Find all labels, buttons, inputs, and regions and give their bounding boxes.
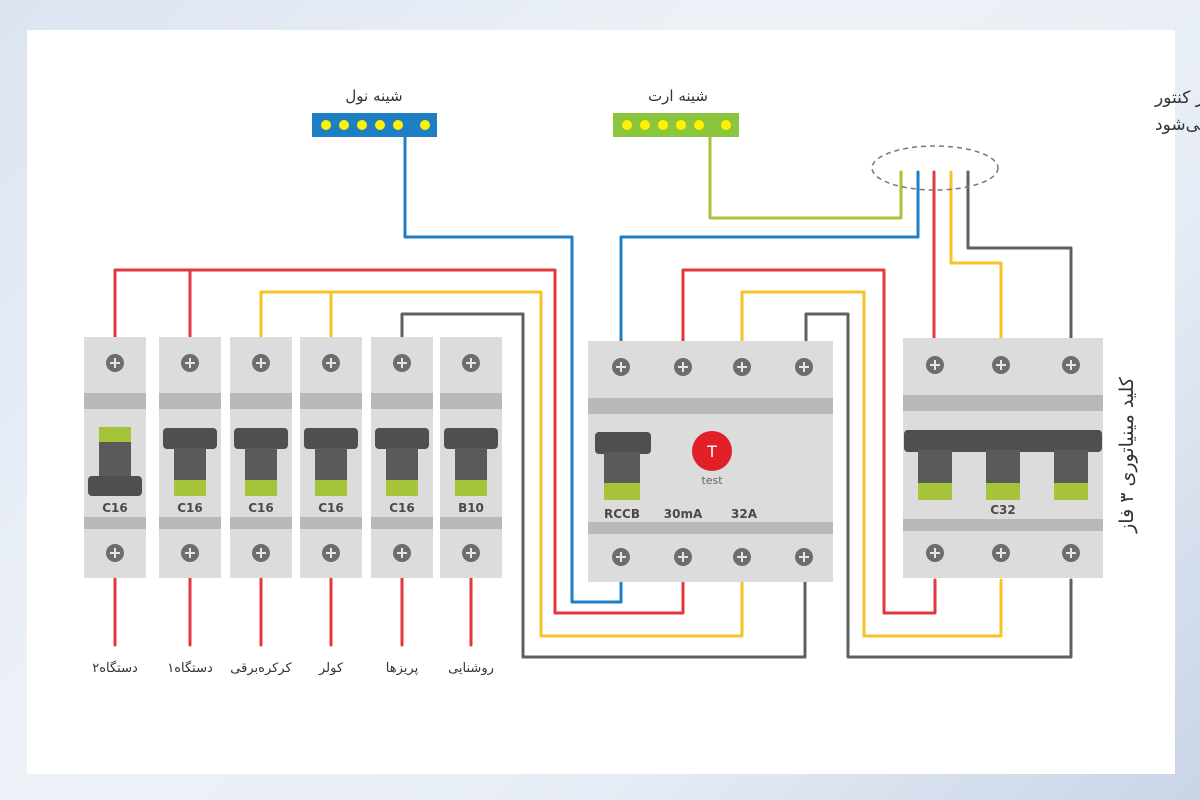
three-phase-breaker: C32 xyxy=(903,338,1103,578)
rccb-toggle[interactable] xyxy=(595,432,651,500)
terminal-screw-icon xyxy=(462,354,480,372)
wire-yellow-rccb-in xyxy=(740,290,1003,638)
cable-note-line2: به جعبه فیوز وصل می‌شود xyxy=(1155,115,1200,135)
terminal-screw-icon xyxy=(674,358,692,376)
earth-busbar-label: شینه ارت xyxy=(648,87,708,105)
wire-neutral-bus-to-rccb-out xyxy=(403,135,623,604)
breaker-row: C16 C16 C16 C16 C16 B10 xyxy=(84,337,502,578)
rccb-sensitivity: 30mA xyxy=(664,507,703,521)
terminal-screw-icon xyxy=(612,358,630,376)
rccb-test-label: test xyxy=(701,474,723,487)
load-label-2: دستگاه۱ xyxy=(167,660,213,676)
terminal-screw-icon xyxy=(106,354,124,372)
mcb-1: C16 xyxy=(84,337,146,578)
load-label-5: پریزها xyxy=(386,661,419,676)
mcb-1-rating: C16 xyxy=(102,501,128,515)
mcb-6-rating: B10 xyxy=(458,501,484,515)
three-phase-title: کلید مینیاتوری ۳ فاز xyxy=(1116,376,1138,534)
terminal-screw-icon xyxy=(795,358,813,376)
mcb-2-rating: C16 xyxy=(177,501,203,515)
three-phase-terminal-screws xyxy=(926,356,1080,562)
terminal-screw-icon xyxy=(252,354,270,372)
mcb-6-toggle[interactable] xyxy=(444,428,498,496)
load-labels: دستگاه۲ دستگاه۱ کرکره‌برقی کولر پریزها روشنای… xyxy=(92,660,494,676)
mcb-4-toggle[interactable] xyxy=(304,428,358,496)
terminal-screw-icon xyxy=(322,354,340,372)
mcb-5-rating: C16 xyxy=(389,501,415,515)
terminal-screw-icon xyxy=(393,544,411,562)
load-label-4: کولر xyxy=(318,661,344,676)
rccb-name: RCCB xyxy=(604,507,640,521)
wire-red-bus-breakers xyxy=(113,268,685,615)
three-phase-toggle[interactable] xyxy=(904,430,1102,500)
terminal-screw-icon xyxy=(1062,544,1080,562)
terminal-screw-icon xyxy=(181,354,199,372)
mcb-4: C16 xyxy=(300,337,362,578)
terminal-screw-icon xyxy=(106,544,124,562)
terminal-screw-icon xyxy=(462,544,480,562)
load-label-1: دستگاه۲ xyxy=(92,660,138,676)
neutral-busbar-label: شینه نول xyxy=(345,87,402,105)
wire-grey-main xyxy=(966,170,1073,368)
terminal-screw-icon xyxy=(992,544,1010,562)
load-label-6: روشنایی xyxy=(448,661,494,676)
terminal-screw-icon xyxy=(674,548,692,566)
mcb-6: B10 xyxy=(440,337,502,578)
wire-yellow-main xyxy=(949,170,1003,368)
terminal-screw-icon xyxy=(992,356,1010,374)
wire-grey-bus-breakers xyxy=(400,312,807,659)
terminal-screw-icon xyxy=(181,544,199,562)
rccb-current: 32A xyxy=(731,507,758,521)
terminal-screw-icon xyxy=(733,548,751,566)
terminal-screw-icon xyxy=(733,358,751,376)
wire-yellow-bus-breakers xyxy=(259,290,744,638)
rccb-test-button[interactable]: T xyxy=(692,431,732,471)
rccb-test-letter: T xyxy=(706,442,717,461)
rccb-terminal-screws xyxy=(612,358,813,566)
cable-note-line1: کابل اصلی ۶*۵ که از کنتور xyxy=(1154,88,1200,108)
mcb-5: C16 xyxy=(371,337,433,578)
terminal-screw-icon xyxy=(1062,356,1080,374)
terminal-screw-icon xyxy=(612,548,630,566)
mcb-1-toggle[interactable] xyxy=(88,427,142,496)
wire-neutral-main-to-rccb-in xyxy=(619,170,920,368)
mcb-5-toggle[interactable] xyxy=(375,428,429,496)
load-label-3: کرکره‌برقی xyxy=(230,661,292,676)
main-cable-bundle xyxy=(871,145,999,191)
wire-red-rccb-in xyxy=(681,268,937,615)
terminal-screw-icon xyxy=(926,544,944,562)
rccb: T test RCCB 30mA 32A xyxy=(588,341,833,582)
terminal-screw-icon xyxy=(795,548,813,566)
mcb-2-toggle[interactable] xyxy=(163,428,217,496)
neutral-busbar xyxy=(312,113,437,137)
mcb-2: C16 xyxy=(159,337,221,578)
wire-earth xyxy=(708,135,903,220)
three-phase-rating: C32 xyxy=(990,503,1016,517)
mcb-3-rating: C16 xyxy=(248,501,274,515)
mcb-3-toggle[interactable] xyxy=(234,428,288,496)
terminal-screw-icon xyxy=(393,354,411,372)
terminal-screw-icon xyxy=(252,544,270,562)
mcb-4-rating: C16 xyxy=(318,501,344,515)
terminal-screw-icon xyxy=(322,544,340,562)
wire-grey-rccb-in xyxy=(804,312,1073,659)
earth-busbar xyxy=(613,113,739,137)
terminal-screw-icon xyxy=(926,356,944,374)
mcb-3: C16 xyxy=(230,337,292,578)
